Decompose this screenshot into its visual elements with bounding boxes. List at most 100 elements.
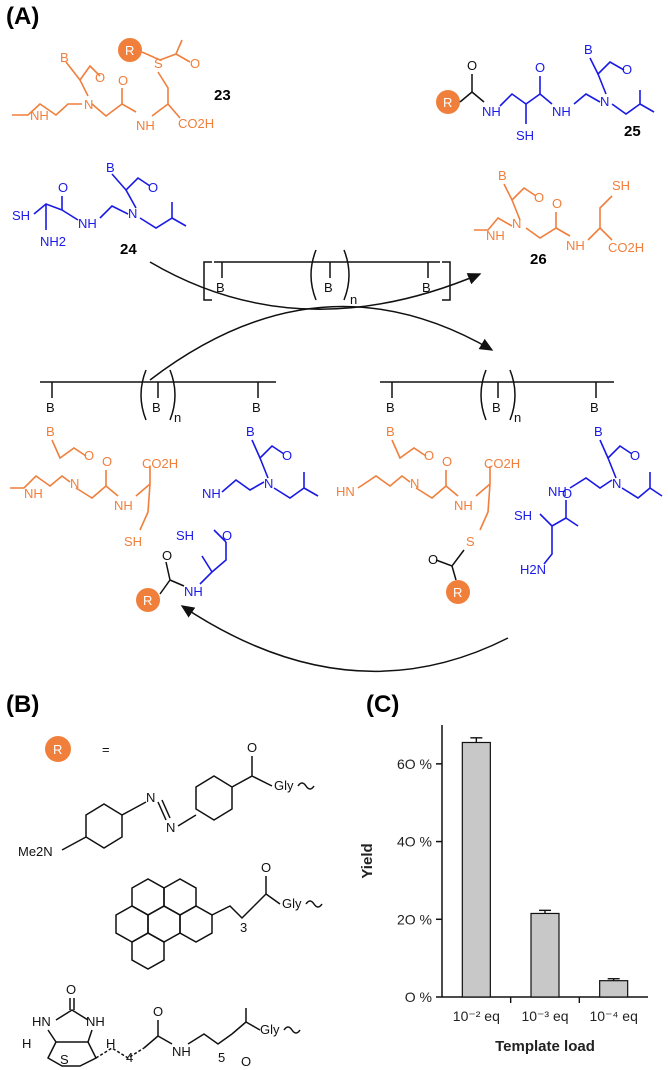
complex-right: B O HN N O NH CO2H S O R SH H2N O NH N O… [336,424,663,604]
r-group-label: R [443,95,452,110]
compound-24: SH NH2 O NH N O B [12,160,187,249]
atom-sh: SH [514,508,532,523]
r-group-label: R [143,593,152,608]
compound-label-26: 26 [530,251,547,268]
equals-sign: = [102,742,110,757]
atom-o: O [162,548,172,563]
atom-b: B [498,168,507,183]
atom-nh: NH [184,584,203,599]
atom-o: O [535,60,545,75]
atom-b: B [246,424,255,439]
atom-n: N [600,94,609,109]
atom-nh: NH [86,1014,105,1029]
biotin: O HN NH H H S O NH 4 O Gly 5 [22,982,301,1069]
atom-n: N [84,97,93,112]
compound-label-25: 25 [624,123,641,140]
atom-b: B [60,50,69,65]
atom-o: O [428,552,438,567]
atom-nh: NH [24,486,43,501]
atom-co2h: CO2H [142,456,178,471]
atom-s: S [60,1052,69,1067]
atom-o: O [118,73,128,88]
gly-label: Gly [260,1022,280,1037]
atom-sh: SH [612,178,630,193]
x-tick-label: 10⁻² eq [453,1008,500,1024]
atom-co2h: CO2H [178,116,214,131]
template-base: B [422,280,431,295]
atom-nh: NH [78,216,97,231]
compound-23: NH N O NH O B S CO2H O R [12,38,214,133]
atom-o: O [424,448,434,463]
template-base: B [252,400,261,415]
atom-o: O [66,982,76,997]
atom-nh: NH [552,104,571,119]
atom-co2h: CO2H [484,456,520,471]
bar [530,912,560,998]
r-group-circle [118,38,142,62]
x-axis-label: Template load [495,1038,595,1055]
atom-sh: SH [176,528,194,543]
template-base: B [216,280,225,295]
atom-b: B [594,424,603,439]
r-group-label: R [53,742,62,757]
y-tick-label: 2O % [397,911,432,927]
panel-b-label: (B) [6,691,39,718]
template-left: B B n B [40,369,276,425]
atom-o: O [222,528,232,543]
y-tick-label: 6O % [397,756,432,772]
atom-o: O [247,740,257,755]
compound-label-24: 24 [120,241,137,258]
template-top: B B n B [203,249,451,307]
atom-sh: SH [12,208,30,223]
atom-s: S [466,534,475,549]
atom-o: O [562,486,572,501]
atom-n: N [70,476,79,491]
azobenzene-dye: Me2N N N O Gly [18,740,315,859]
subscript-3: 3 [240,920,247,935]
atom-b: B [584,42,593,57]
atom-nh: NH [454,498,473,513]
atom-h: H [22,1036,31,1051]
atom-me2n: Me2N [18,844,53,859]
y-tick-label: O % [405,989,432,1005]
atom-o: O [84,448,94,463]
pyrene-dye: O Gly 3 [115,860,323,970]
panel-c-label: (C) [366,691,399,718]
atom-nh: NH [136,118,155,133]
template-base: B [324,280,333,295]
atom-s: S [154,56,163,71]
template-base: B [590,400,599,415]
atom-nh: NH [114,498,133,513]
template-repeat: n [514,410,521,425]
gly-label: Gly [274,778,294,793]
atom-nh: NH [566,238,585,253]
x-tick-label: 10⁻⁴ eq [589,1008,637,1024]
atom-h2n: H2N [520,562,546,577]
atom-o: O [148,180,158,195]
gly-label: Gly [282,896,302,911]
arrow-cycle-right [149,305,494,381]
atom-nh2: NH2 [40,234,66,249]
atom-n: N [410,476,419,491]
atom-nh: NH [482,104,501,119]
atom-o: O [153,1004,163,1019]
atom-b: B [106,160,115,175]
atom-h: H [106,1036,115,1051]
r-group-circle [136,588,160,612]
atom-sh: SH [516,128,534,143]
r-group-label: R [125,43,134,58]
atom-o: O [282,448,292,463]
panel-a-label: (A) [6,3,39,30]
r-group-label: R [453,585,462,600]
atom-o: O [630,448,640,463]
atom-b: B [46,424,55,439]
atom-n: N [146,790,155,805]
compound-label-23: 23 [214,87,231,104]
bar [599,980,629,998]
atom-o: O [102,454,112,469]
atom-o: O [442,454,452,469]
compound-26: NH N O B O NH SH CO2H [474,168,644,255]
